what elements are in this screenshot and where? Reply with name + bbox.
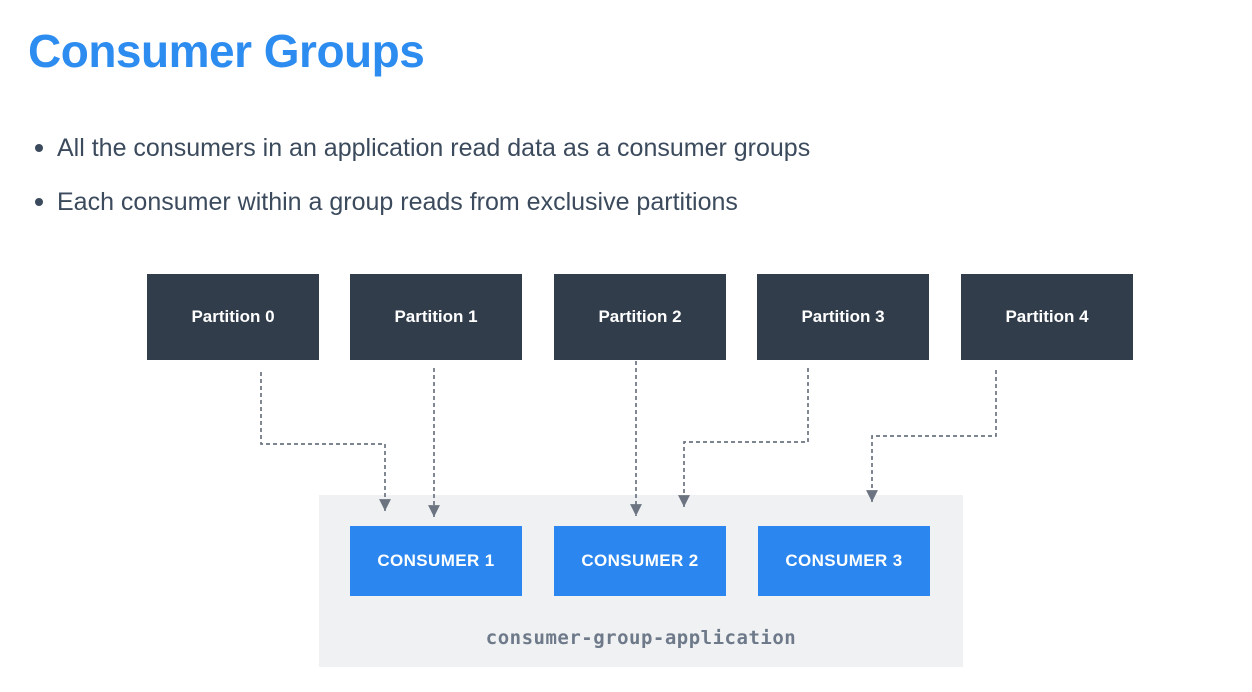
bullet-text: Each consumer within a group reads from … xyxy=(57,188,738,216)
dashed-arrow-p0-c1 xyxy=(260,372,391,511)
dashed-arrow-p4-c3 xyxy=(866,370,997,502)
partition-box-0: Partition 0 xyxy=(147,274,319,360)
consumer-box-3: CONSUMER 3 xyxy=(758,526,930,596)
bullet-item: All the consumers in an application read… xyxy=(33,133,810,163)
bullet-dot-icon xyxy=(35,144,43,152)
partition-box-2: Partition 2 xyxy=(554,274,726,360)
page-title: Consumer Groups xyxy=(28,25,425,77)
partition-box-1: Partition 1 xyxy=(350,274,522,360)
partition-box-4: Partition 4 xyxy=(961,274,1133,360)
bullet-text: All the consumers in an application read… xyxy=(57,134,811,162)
bullet-item: Each consumer within a group reads from … xyxy=(33,187,810,217)
bullet-dot-icon xyxy=(35,198,43,206)
bullet-list: All the consumers in an application read… xyxy=(33,133,810,241)
consumer-group-label: consumer-group-application xyxy=(485,627,797,649)
consumer-box-2: CONSUMER 2 xyxy=(554,526,726,596)
partition-box-3: Partition 3 xyxy=(757,274,929,360)
consumer-box-1: CONSUMER 1 xyxy=(350,526,522,596)
dashed-arrow-p3-c2 xyxy=(678,368,809,507)
